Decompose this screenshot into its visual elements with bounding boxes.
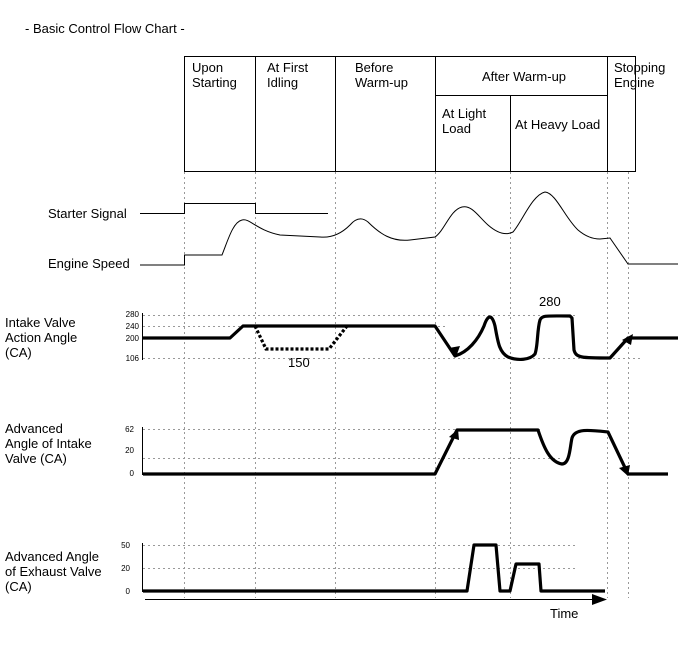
- phase-stopping-engine: Stopping Engine: [614, 60, 666, 90]
- arrowhead-icon: [619, 465, 630, 476]
- time-arrow-icon: [592, 594, 607, 605]
- phase-after-warmup: After Warm-up: [482, 69, 567, 84]
- tick-label: 240: [125, 322, 139, 331]
- annotation-280: 280: [539, 294, 561, 309]
- tick-label: 106: [125, 354, 139, 363]
- phase-table-border: [184, 56, 636, 172]
- arrowhead-icon: [449, 346, 460, 357]
- phase-at-heavy-load: At Heavy Load: [515, 117, 601, 132]
- arrowhead-icon: [449, 429, 459, 440]
- phase-before-warmup: Before Warm-up: [355, 60, 408, 90]
- phase-table: [184, 56, 636, 172]
- intake-action-dotted-trace: [253, 325, 349, 351]
- tick-label: 200: [125, 334, 139, 343]
- exhaust-advance-label: Advanced Angle of Exhaust Valve (CA): [5, 549, 102, 594]
- engine-speed-label: Engine Speed: [48, 256, 130, 271]
- tick-label: 280: [125, 310, 139, 319]
- starter-signal-trace: [140, 203, 328, 214]
- tick-label: 20: [125, 446, 134, 455]
- intake-advance-label: Advanced Angle of Intake Valve (CA): [5, 421, 92, 466]
- exhaust-advance-angle-trace: [143, 543, 605, 593]
- time-axis-label: Time: [550, 606, 579, 621]
- phase-guides: [184, 172, 629, 598]
- intake-advance-angle-trace: [143, 428, 668, 476]
- tick-label: 0: [129, 469, 134, 478]
- level-guides: [143, 315, 640, 569]
- tick-label: 62: [125, 425, 134, 434]
- intake-action-angle-trace: [143, 314, 678, 361]
- tick-label: 50: [121, 541, 130, 550]
- engine-speed-trace: [140, 191, 678, 266]
- phase-upon-starting: Upon Starting: [192, 60, 237, 90]
- tick-label: 0: [125, 587, 130, 596]
- annotation-150: 150: [288, 355, 310, 370]
- arrowhead-icon: [622, 334, 633, 345]
- starter-signal-label: Starter Signal: [48, 206, 127, 221]
- phase-at-first-idling: At First Idling: [267, 60, 309, 90]
- phase-at-light-load: At Light Load: [442, 106, 487, 136]
- diagram-title: - Basic Control Flow Chart -: [25, 21, 185, 36]
- intake-action-label: Intake Valve Action Angle (CA): [5, 315, 78, 360]
- tick-label: 20: [121, 564, 130, 573]
